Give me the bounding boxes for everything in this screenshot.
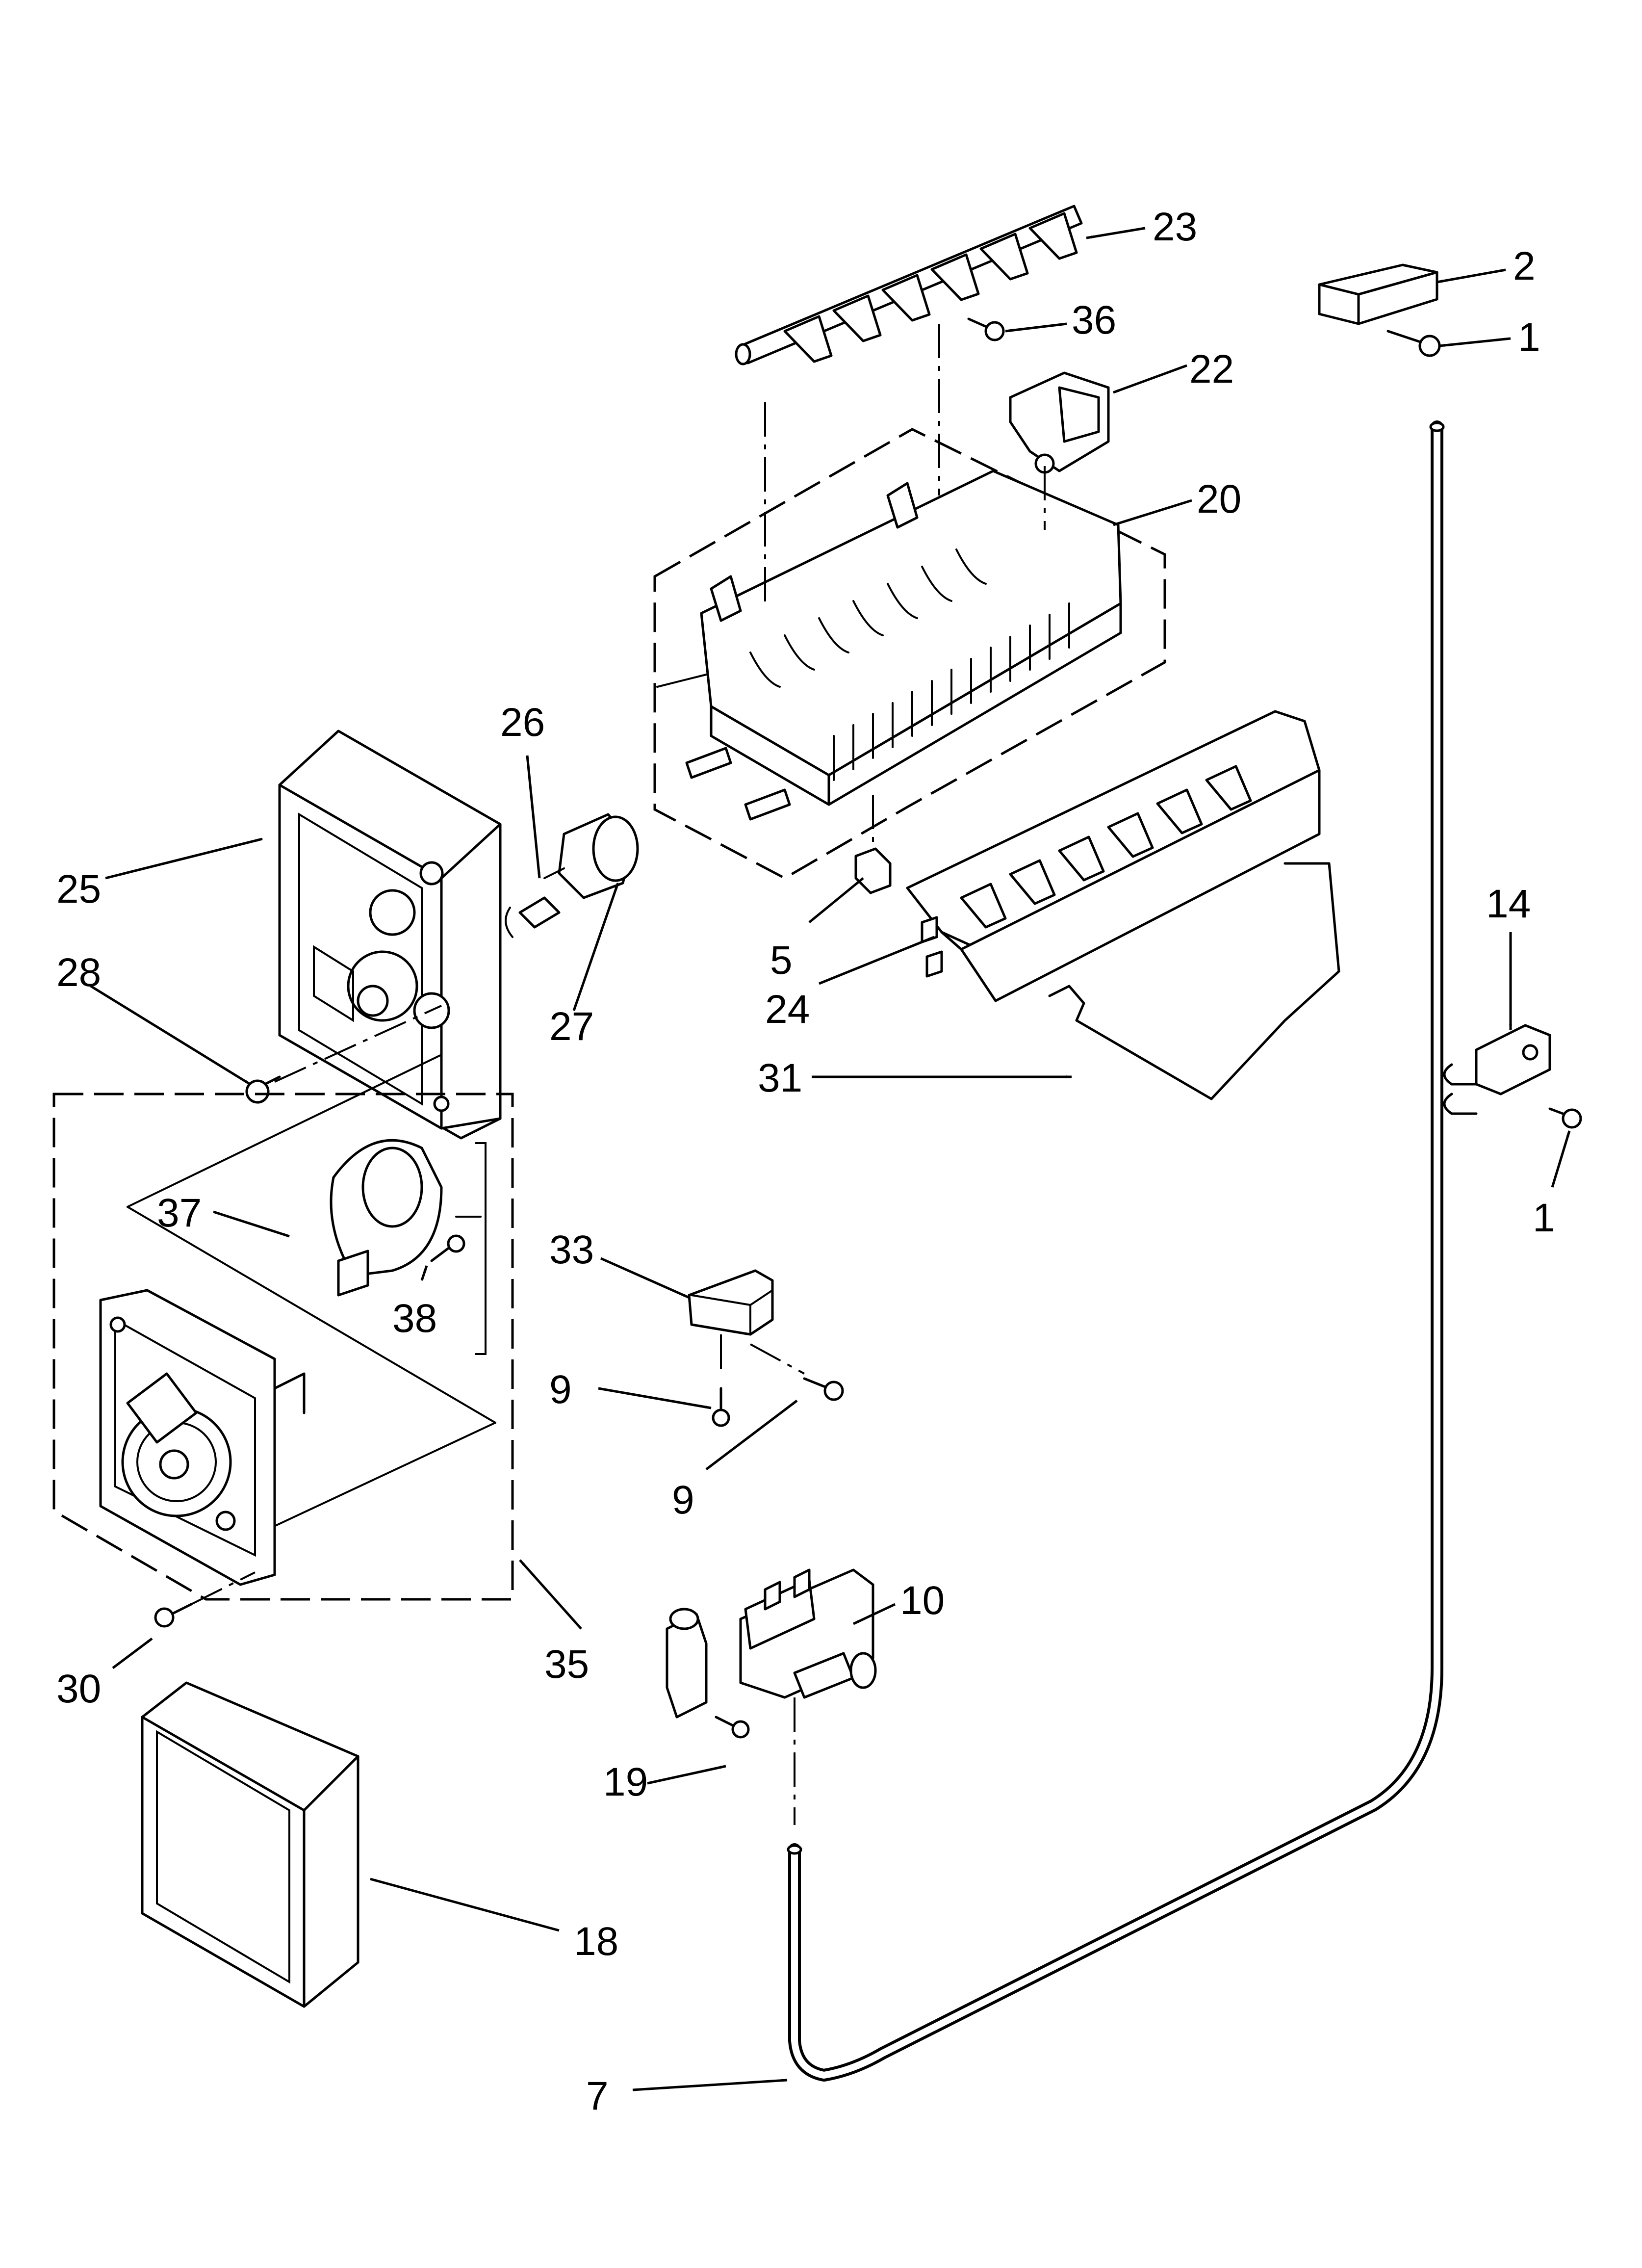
screw-part-1-top [1386, 330, 1441, 357]
axis-line-30 [191, 1571, 256, 1605]
axis-lines [764, 324, 1046, 849]
callout-18: 18 [574, 1919, 618, 1964]
callout-28: 28 [56, 950, 101, 995]
callout-27: 27 [549, 1004, 594, 1049]
clip-part-5 [854, 847, 892, 894]
callout-9-left: 9 [549, 1367, 572, 1412]
callout-25: 25 [56, 867, 101, 912]
callout-1-top: 1 [1518, 315, 1540, 360]
callout-33: 33 [549, 1227, 594, 1272]
callout-10: 10 [900, 1578, 945, 1623]
callout-2: 2 [1513, 244, 1536, 288]
callout-9-right: 9 [672, 1478, 694, 1522]
callout-26: 26 [500, 700, 545, 745]
screw-part-9-right [803, 1377, 844, 1401]
callout-1-right: 1 [1533, 1196, 1555, 1240]
callout-labels: 23 2 1 36 22 20 26 25 28 27 5 24 31 14 1… [56, 205, 1555, 2118]
leader-lines [90, 227, 1571, 2091]
screw-part-30 [154, 1603, 193, 1628]
callout-37: 37 [157, 1191, 202, 1235]
axis-line-28 [274, 1005, 442, 1083]
clip-part-26 [505, 896, 561, 938]
callout-35: 35 [544, 1642, 589, 1687]
screw-part-28 [245, 1075, 281, 1104]
clamp-part-14 [1443, 1024, 1551, 1115]
motor-module-assembly-part-35 [52, 1054, 514, 1601]
ejector-shaft-part-23 [735, 205, 1083, 365]
cover-part-33 [688, 1269, 774, 1336]
screw-part-9-left [712, 1387, 730, 1427]
bracket-part-2 [1318, 263, 1438, 325]
stripper-part-24 [906, 710, 1321, 1002]
motor-part-37 [330, 1139, 487, 1355]
callout-36: 36 [1072, 298, 1116, 342]
callout-14: 14 [1486, 882, 1531, 926]
callout-7: 7 [586, 2074, 609, 2118]
callout-38: 38 [392, 1296, 437, 1341]
callout-22: 22 [1189, 347, 1234, 391]
callout-24: 24 [765, 987, 810, 1032]
screw-part-38 [430, 1234, 465, 1262]
water-tube-part-7 [787, 420, 1445, 2082]
callout-5: 5 [770, 938, 793, 983]
callout-20: 20 [1197, 477, 1241, 521]
axis-line-33b [750, 1343, 805, 1375]
screw-part-19 [715, 1716, 750, 1739]
bearing-part-22 [1009, 371, 1110, 474]
front-cover-part-18 [141, 1681, 359, 2008]
screw-part-1-right [1548, 1107, 1582, 1129]
thermostat-part-27 [543, 813, 639, 899]
callout-31: 31 [758, 1056, 802, 1100]
callout-23: 23 [1153, 205, 1197, 249]
screw-part-36 [967, 317, 1005, 341]
water-valve-part-10 [666, 1568, 877, 1719]
callout-19: 19 [603, 1760, 648, 1804]
module-plate [99, 1289, 306, 1586]
shutoff-arm-part-31 [1048, 862, 1340, 1100]
housing-part-25 [278, 730, 502, 1140]
callout-30: 30 [56, 1667, 101, 1711]
ice-mold-part-20 [653, 428, 1166, 880]
